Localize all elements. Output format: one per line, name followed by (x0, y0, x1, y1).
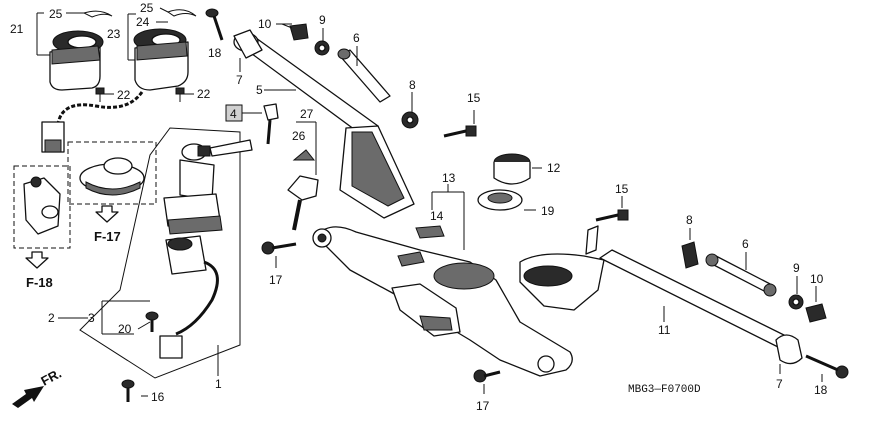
group-outline-1 (79, 127, 241, 379)
grip-end-7-right (775, 334, 803, 365)
nut-8-right (681, 228, 699, 269)
ref-f17: F-17 (94, 229, 121, 244)
callout-10-right: 10 (810, 272, 824, 286)
bolt-17-mid (261, 241, 297, 268)
callout-1: 1 (215, 377, 222, 391)
top-bridge (312, 226, 573, 377)
screw-18-top (205, 8, 224, 41)
collar-19 (477, 189, 523, 211)
callout-22b: 22 (197, 87, 211, 101)
callout-17-bottom: 17 (476, 399, 490, 413)
front-direction-label: FR. (38, 366, 64, 389)
callout-14: 14 (430, 209, 444, 223)
callout-20: 20 (118, 322, 132, 336)
callout-16: 16 (151, 390, 165, 404)
screw-16 (121, 379, 135, 402)
screw-22a (95, 87, 105, 102)
callout-10-top: 10 (258, 17, 272, 31)
callout-22a: 22 (117, 88, 131, 102)
diagram-code: MBG3—F0700D (628, 384, 701, 396)
screw-20 (145, 311, 159, 332)
callout-6-right: 6 (742, 237, 749, 251)
callout-11: 11 (658, 323, 671, 337)
callout-15-top: 15 (467, 91, 481, 105)
switch-housing-right (133, 28, 189, 91)
callout-3: 3 (88, 311, 95, 325)
handlebar-left (233, 32, 415, 219)
bolt-18-right (805, 354, 849, 382)
nut-9-top (314, 40, 330, 56)
nut-8-top (401, 92, 419, 129)
callout-2: 2 (48, 311, 55, 325)
weight-rod-6-top (337, 48, 391, 103)
callout-7-top: 7 (236, 73, 243, 87)
ignition-switch-lower (159, 235, 219, 359)
key-blank (287, 175, 319, 231)
callout-19: 19 (541, 204, 555, 218)
callout-27: 27 (300, 107, 314, 121)
callout-18-top: 18 (208, 46, 222, 60)
callout-5: 5 (256, 83, 263, 97)
callout-9-right: 9 (793, 261, 800, 275)
callout-8-top: 8 (409, 78, 416, 92)
cap-12 (493, 153, 531, 185)
callout-25a: 25 (49, 7, 63, 21)
callout-12: 12 (547, 161, 561, 175)
callout-6-top: 6 (353, 31, 360, 45)
callout-4: 4 (230, 107, 237, 121)
callout-23: 23 (107, 27, 121, 41)
callout-24: 24 (136, 15, 150, 29)
weight-rod-6-right (705, 252, 777, 297)
clip-10-top (281, 23, 309, 41)
clip-10-right (805, 286, 827, 323)
screw-22b (175, 87, 185, 102)
arrow-down-f17 (95, 205, 119, 223)
seat-lock-reference (13, 165, 71, 249)
pad-14 (415, 225, 445, 239)
bolt-15-top (443, 110, 477, 138)
arrow-down-f18 (25, 251, 49, 269)
ref-f18: F-18 (26, 275, 53, 290)
nut-9-right (788, 276, 804, 310)
callout-13: 13 (442, 171, 456, 185)
bolt-15-right (595, 196, 629, 222)
callout-26: 26 (292, 129, 306, 143)
fuel-cap-reference (67, 141, 157, 205)
clip-right (166, 9, 197, 17)
front-direction-arrow: FR. (12, 366, 64, 408)
callout-18-right: 18 (814, 383, 828, 397)
clip-left (82, 10, 113, 18)
callout-21: 21 (10, 22, 24, 36)
callout-9-top: 9 (319, 13, 326, 27)
callout-17-mid: 17 (269, 273, 283, 287)
key-cap (292, 149, 316, 161)
bolt-17-bottom (473, 369, 501, 394)
ignition-switch (163, 139, 253, 235)
callout-25b: 25 (140, 1, 154, 15)
switch-housing-left (49, 30, 104, 91)
connector (41, 121, 65, 153)
wire-harness (56, 91, 144, 125)
grip-end-7-top (233, 29, 263, 59)
callout-8-right: 8 (686, 213, 693, 227)
handlebar-right (519, 225, 791, 349)
key (263, 103, 279, 145)
callout-15-right: 15 (615, 182, 629, 196)
callout-7-right: 7 (776, 377, 783, 391)
